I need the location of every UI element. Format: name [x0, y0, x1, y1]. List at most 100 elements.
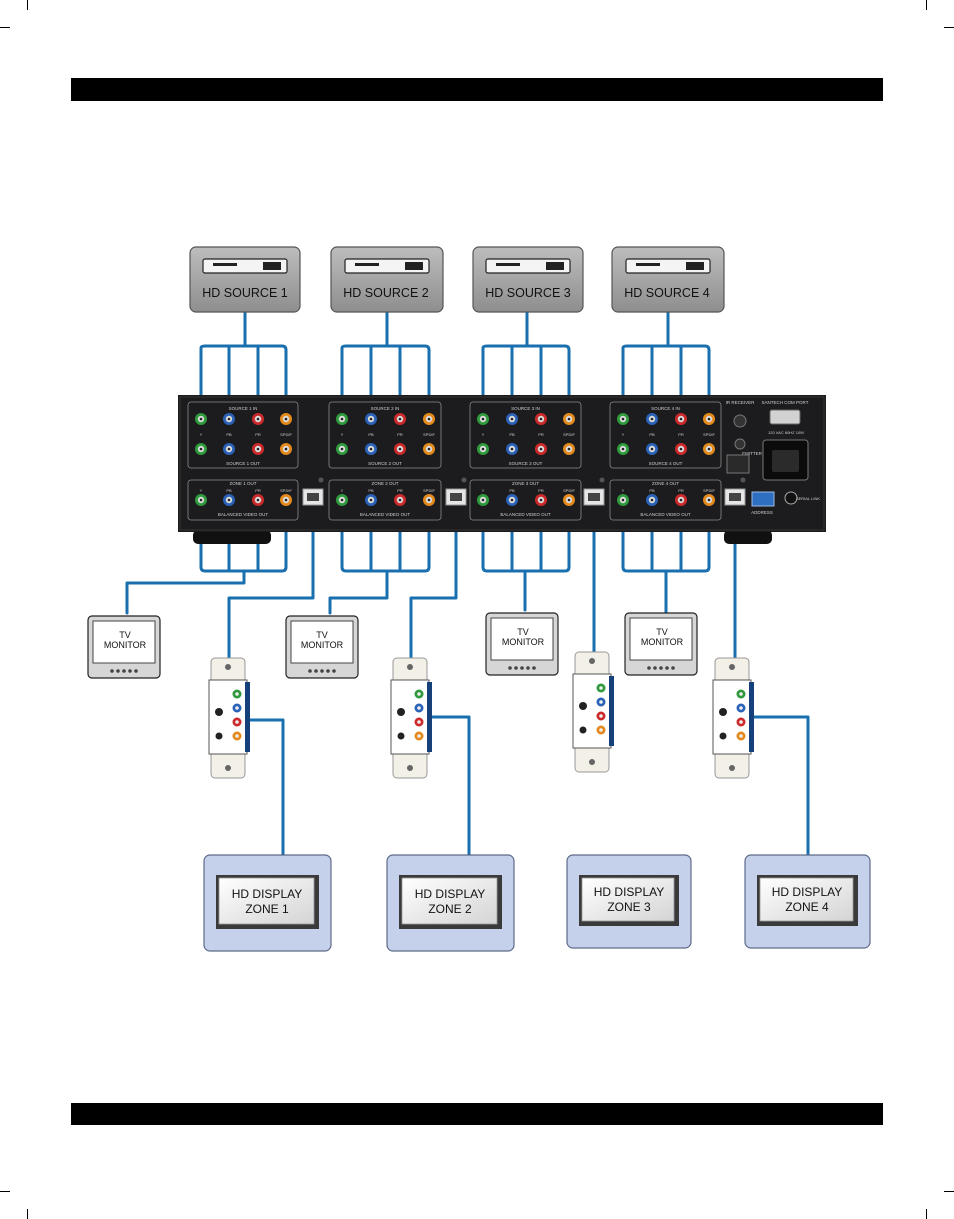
zone-out-label: ZONE 2 OUT: [371, 481, 398, 486]
hd-source-box: [472, 246, 584, 313]
cable: [481, 344, 571, 407]
plate-rca-ring: [417, 692, 421, 696]
source-out-label: SOURCE 1 OUT: [226, 461, 260, 466]
tv-monitor-button: [659, 666, 663, 670]
tv-monitor-button: [110, 669, 114, 673]
jack-label: Y: [482, 432, 485, 437]
crop-mark: [0, 1191, 10, 1192]
balanced-video-label: BALANCED VIDEO OUT: [360, 512, 411, 517]
emitter-label: EMITTER: [742, 451, 762, 456]
wall-plate-side: [749, 682, 754, 752]
rj45-port-socket: [729, 493, 741, 501]
zone-panel-outline: [328, 479, 442, 521]
tv-monitor-button: [314, 669, 318, 673]
jack-label: PR: [397, 432, 403, 437]
zone-panel-outline: [469, 479, 582, 521]
rca-jack-pin: [340, 498, 344, 502]
plate-screw: [225, 765, 231, 771]
jack-label: PB: [368, 432, 374, 437]
zone-out-label: ZONE 1 OUT: [229, 481, 256, 486]
tv-monitor-button: [320, 669, 324, 673]
chassis-foot-left: [193, 530, 271, 544]
plate-aux-jack: [215, 732, 223, 740]
disc-slot: [213, 263, 237, 266]
jack-label: PR: [538, 488, 544, 493]
emitter-block: [726, 454, 750, 474]
tv-monitor-button: [520, 666, 524, 670]
plate-ir-jack: [215, 708, 223, 716]
rca-jack-pin: [539, 447, 543, 451]
rca-jack-pin: [510, 498, 514, 502]
wall-plate-insert: [712, 679, 752, 755]
cable: [409, 503, 458, 660]
address-label: ADDRESS: [751, 510, 773, 515]
plate-rca-ring: [599, 686, 603, 690]
port-led: [461, 477, 467, 483]
jack-label: SPDIF: [423, 488, 435, 493]
source-panel-outline: [328, 401, 442, 469]
rca-jack-pin: [621, 417, 625, 421]
jack-label: PB: [226, 488, 232, 493]
crop-mark: [926, 1209, 927, 1219]
rca-jack-pin: [539, 498, 543, 502]
crop-mark: [944, 27, 954, 28]
rca-jack-pin: [369, 498, 373, 502]
plate-rca-ring: [417, 734, 421, 738]
plate-rca-ring: [235, 692, 239, 696]
rca-jack-pin: [621, 447, 625, 451]
port-led: [599, 477, 605, 483]
jack-label: Y: [341, 432, 344, 437]
source-panel-outline: [609, 401, 722, 469]
crop-mark: [0, 27, 10, 28]
plate-screw: [589, 759, 595, 765]
com-port-connector: [769, 409, 801, 425]
plate-screw: [407, 664, 413, 670]
jack-label: SPDIF: [703, 432, 715, 437]
plate-aux-jack: [397, 732, 405, 740]
crop-mark: [944, 1191, 954, 1192]
tv-monitor-button: [526, 666, 530, 670]
rca-jack-pin: [284, 417, 288, 421]
tv-monitor-button: [508, 666, 512, 670]
plate-screw: [407, 765, 413, 771]
rca-jack-pin: [227, 417, 231, 421]
jack-label: SPDIF: [280, 432, 292, 437]
cable: [426, 715, 471, 857]
plate-ir-jack: [579, 702, 587, 710]
wall-plates: [208, 651, 754, 779]
cable: [340, 344, 431, 407]
jack-label: Y: [622, 488, 625, 493]
plate-rca-ring: [739, 692, 743, 696]
tv-monitor-screen: [92, 620, 156, 664]
serial-link-jack: [784, 491, 798, 505]
port-led: [318, 477, 324, 483]
rca-jack-pin: [707, 447, 711, 451]
jack-label: SPDIF: [563, 432, 575, 437]
rca-jack-pin: [256, 498, 260, 502]
jack-label: PB: [649, 488, 655, 493]
wall-plate-side: [609, 676, 614, 746]
wall-plate-side: [427, 682, 432, 752]
rca-jack-pin: [539, 417, 543, 421]
port-led: [740, 477, 746, 483]
crop-mark: [876, 82, 877, 100]
chassis-edge: [179, 396, 825, 531]
wall-plate-side: [245, 682, 250, 752]
tv-monitor-screen: [629, 617, 693, 661]
power-inlet-socket: [772, 450, 799, 472]
cable: [125, 569, 246, 615]
zone-panel-outline: [187, 479, 299, 521]
balanced-video-label: BALANCED VIDEO OUT: [640, 512, 691, 517]
player-buttons: [546, 262, 564, 270]
jack-label: PR: [255, 488, 261, 493]
plate-rca-ring: [417, 706, 421, 710]
rca-jack-pin: [650, 498, 654, 502]
rca-jack-pin: [427, 447, 431, 451]
tv-monitor-button: [116, 669, 120, 673]
plate-rca-ring: [599, 700, 603, 704]
